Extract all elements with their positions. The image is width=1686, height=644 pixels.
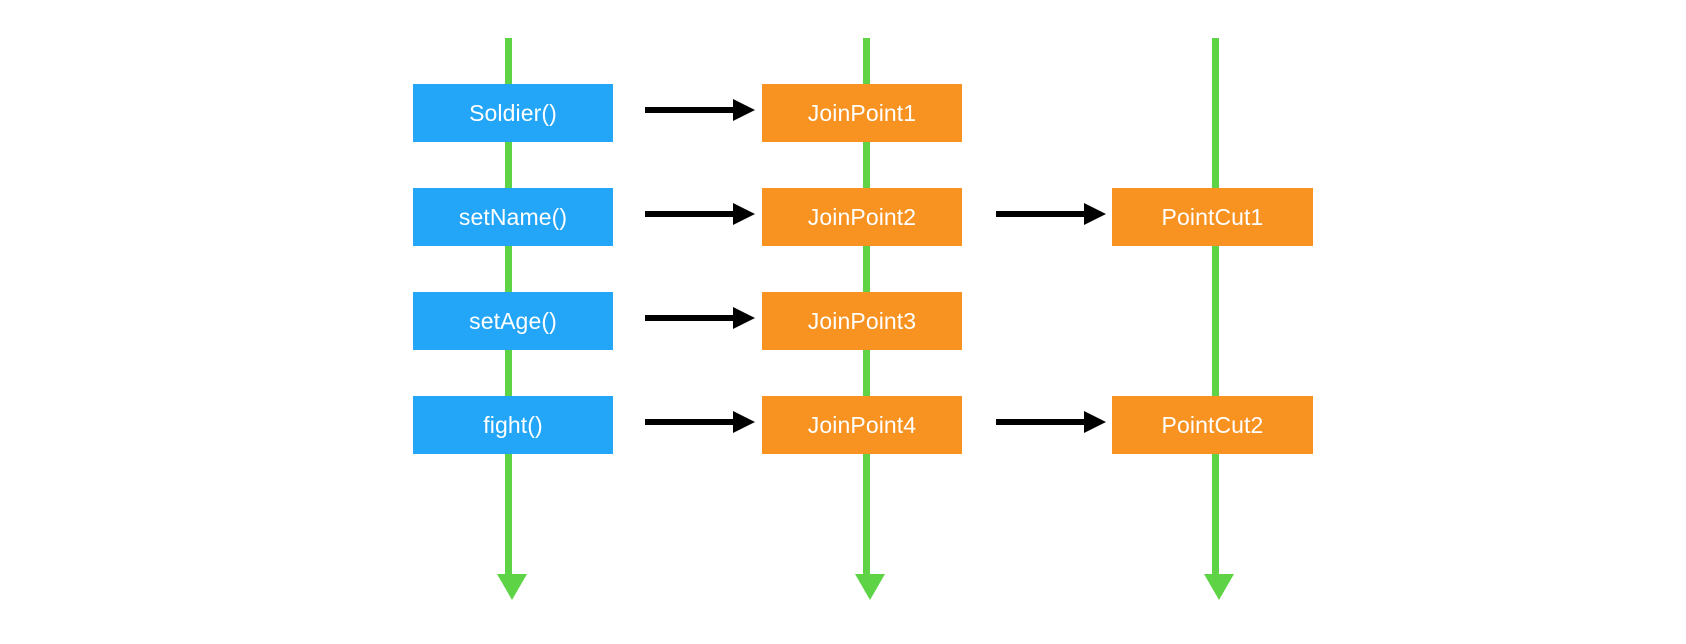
joinpoint-node-label: JoinPoint1 xyxy=(807,99,917,126)
arrow-fight-to-joinpoint4 xyxy=(645,411,755,433)
method-node-soldier[interactable]: Soldier() xyxy=(413,84,613,142)
arrow-joinpoint2-to-pointcut1 xyxy=(996,203,1106,225)
joinpoint-node-2[interactable]: JoinPoint2 xyxy=(762,188,962,246)
joinpoint-node-label: JoinPoint4 xyxy=(807,411,917,438)
arrow-soldier-to-joinpoint1 xyxy=(645,99,755,121)
pointcut-node-label: PointCut1 xyxy=(1161,203,1264,230)
method-node-label: Soldier() xyxy=(469,99,557,126)
method-node-fight[interactable]: fight() xyxy=(413,396,613,454)
lifeline-pointcuts xyxy=(1212,38,1219,574)
pointcut-node-2[interactable]: PointCut2 xyxy=(1112,396,1313,454)
method-node-label: setAge() xyxy=(469,307,557,334)
method-node-label: fight() xyxy=(483,411,543,438)
pointcut-node-1[interactable]: PointCut1 xyxy=(1112,188,1313,246)
arrow-joinpoint4-to-pointcut2 xyxy=(996,411,1106,433)
lifeline-arrowhead-methods xyxy=(497,574,527,600)
lifeline-arrowhead-joinpoints xyxy=(855,574,885,600)
method-node-setage[interactable]: setAge() xyxy=(413,292,613,350)
joinpoint-node-label: JoinPoint2 xyxy=(807,203,917,230)
joinpoint-node-4[interactable]: JoinPoint4 xyxy=(762,396,962,454)
method-node-label: setName() xyxy=(458,203,568,230)
lifeline-arrowhead-pointcuts xyxy=(1204,574,1234,600)
pointcut-node-label: PointCut2 xyxy=(1161,411,1264,438)
arrow-setname-to-joinpoint2 xyxy=(645,203,755,225)
method-node-setname[interactable]: setName() xyxy=(413,188,613,246)
arrow-setage-to-joinpoint3 xyxy=(645,307,755,329)
joinpoint-node-3[interactable]: JoinPoint3 xyxy=(762,292,962,350)
joinpoint-node-1[interactable]: JoinPoint1 xyxy=(762,84,962,142)
joinpoint-node-label: JoinPoint3 xyxy=(807,307,917,334)
